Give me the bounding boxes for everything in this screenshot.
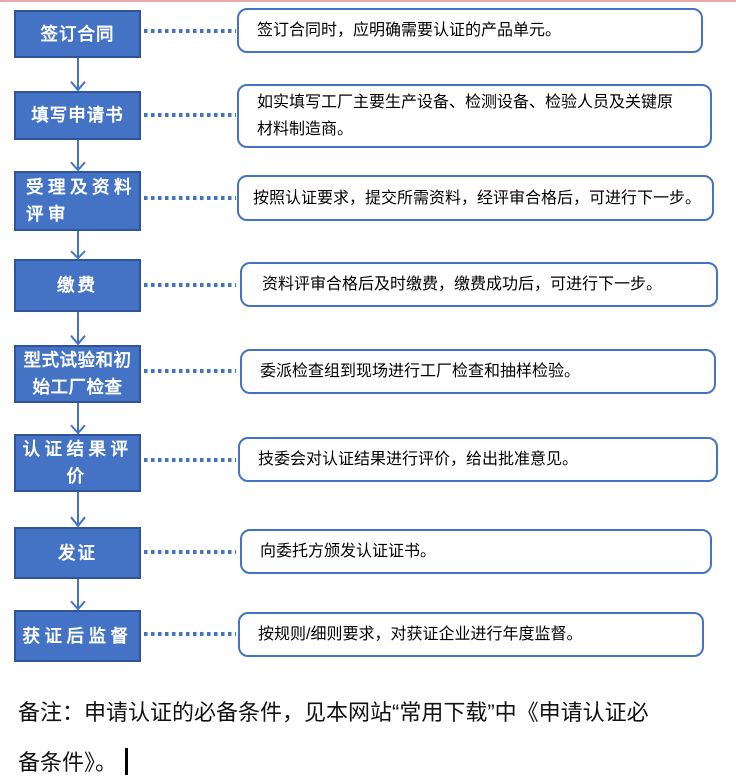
step-label: 缴费 [57,275,98,295]
note-line-2-text: 备条件》。 [18,750,118,775]
top-border-line [0,0,736,2]
step-callout-type-test-inspection: 委派检查组到现场进行工厂检查和抽样检验。 [240,349,716,394]
step-label: 受理及资料 [26,177,136,197]
step-label-line2: 始工厂检查 [32,377,123,397]
step-box-sign-contract: 签订合同 [14,10,141,58]
step-callout-payment: 资料评审合格后及时缴费，缴费成功后，可进行下一步。 [240,262,718,307]
note-paragraph[interactable]: 备注：申请认证的必备条件，见本网站“常用下载”中《申请认证必 备条件》。 [18,688,728,781]
step-box-acceptance-review: 受理及资料 评审 [14,171,141,231]
step-box-payment: 缴费 [14,259,141,312]
step-label: 获证后监督 [22,625,133,646]
flow-arrow-down-icon [69,58,87,91]
step-label: 型式试验和初 [23,350,132,370]
step-callout-fill-application: 如实填写工厂主要生产设备、检测设备、检验人员及关键原材料制造商。 [237,84,712,148]
step-callout-post-cert-supervision: 按规则/细则要求，对获证企业进行年度监督。 [238,612,704,657]
dotted-connector [144,550,236,554]
step-callout-result-evaluation: 技委会对认证结果进行评价，给出批准意见。 [238,437,718,482]
step-desc: 签订合同时，应明确需要认证的产品单元。 [257,22,562,39]
dotted-connector [144,369,236,373]
flow-arrow-down-icon [69,403,87,434]
step-box-type-test-inspection: 型式试验和初 始工厂检查 [14,345,141,403]
step-label: 签订合同 [40,23,115,44]
dotted-connector [144,113,236,117]
step-callout-sign-contract: 签订合同时，应明确需要认证的产品单元。 [237,8,703,53]
step-box-post-cert-supervision: 获证后监督 [14,610,141,662]
step-label-line2: 价 [66,466,89,486]
step-callout-issue-certificate: 向委托方颁发认证证书。 [240,529,712,574]
step-desc: 向委托方颁发认证证书。 [260,543,437,560]
flow-arrow-down-icon [69,231,87,259]
dotted-connector [144,29,236,33]
step-desc: 如实填写工厂主要生产设备、检测设备、检验人员及关键原材料制造商。 [257,94,674,138]
dotted-connector [144,196,236,200]
flow-arrow-down-icon [69,140,87,171]
note-line-1: 备注：申请认证的必备条件，见本网站“常用下载”中《申请认证必 [18,700,649,725]
step-label: 填写申请书 [31,105,124,125]
step-label: 认证结果评 [22,439,133,459]
dotted-connector [144,283,236,287]
flow-arrow-down-icon [69,579,87,610]
dotted-connector [144,458,236,462]
flow-arrow-down-icon [69,312,87,345]
dotted-connector [144,632,236,636]
flow-arrow-down-icon [69,492,87,527]
step-label: 发证 [58,542,97,563]
step-desc: 按规则/细则要求，对获证企业进行年度监督。 [258,626,583,643]
note-line-2: 备条件》。 [18,738,728,781]
text-cursor-caret [125,748,129,775]
step-box-fill-application: 填写申请书 [14,91,141,140]
step-box-result-evaluation: 认证结果评 价 [14,434,141,492]
step-desc: 按照认证要求，提交所需资料，经评审合格后，可进行下一步。 [253,189,702,207]
step-desc: 委派检查组到现场进行工厂检查和抽样检验。 [260,363,581,380]
step-label-line2: 评审 [26,204,70,224]
step-desc: 技委会对认证结果进行评价，给出批准意见。 [258,451,579,468]
step-desc: 资料评审合格后及时缴费，缴费成功后，可进行下一步。 [262,276,663,293]
step-box-issue-certificate: 发证 [14,527,141,579]
step-callout-acceptance-review: 按照认证要求，提交所需资料，经评审合格后，可进行下一步。 [237,175,714,221]
